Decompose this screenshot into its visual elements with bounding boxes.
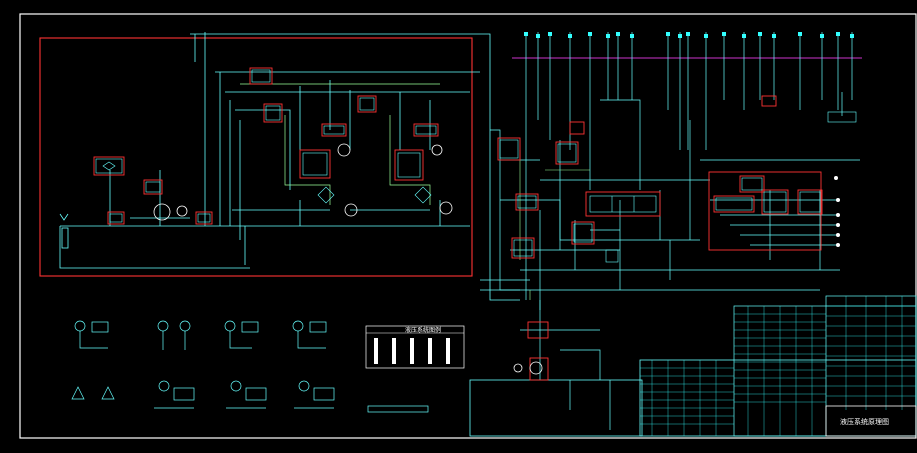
motor-icon bbox=[344, 203, 358, 217]
title-block-name: 液压系统原理图 bbox=[840, 417, 889, 426]
directional-valve-4 bbox=[321, 123, 347, 137]
legend-table bbox=[365, 325, 465, 369]
directional-valve-1 bbox=[249, 67, 273, 85]
power-unit-piping bbox=[520, 300, 611, 430]
right-vertical-drops bbox=[525, 32, 853, 300]
right-return-lines bbox=[519, 150, 590, 300]
legend-table-cells bbox=[374, 338, 450, 364]
right-valves bbox=[497, 95, 823, 259]
left-subsystem-enclosure bbox=[39, 37, 473, 277]
motor-icon bbox=[513, 363, 523, 373]
left-subsystem-return-lines bbox=[240, 83, 440, 205]
right-valve-internals bbox=[499, 111, 857, 263]
terminal-points bbox=[834, 176, 840, 247]
right-main-lines bbox=[480, 99, 860, 310]
filter-unit bbox=[93, 156, 125, 176]
title-block: 液压系统原理图 bbox=[639, 295, 917, 437]
scale-bar bbox=[367, 405, 429, 413]
pump-icon bbox=[529, 361, 543, 375]
directional-valve-7 bbox=[394, 149, 424, 181]
directional-valve-6 bbox=[299, 149, 331, 179]
cylinder-icon bbox=[827, 111, 857, 123]
left-pumps bbox=[153, 143, 453, 221]
gauge-icon bbox=[337, 143, 351, 157]
drawing-frame bbox=[19, 13, 917, 439]
left-subsystem-piping bbox=[59, 32, 520, 301]
directional-valve-2 bbox=[263, 103, 283, 123]
directional-valve-3 bbox=[357, 95, 377, 113]
motor-icon bbox=[176, 205, 188, 217]
check-valve-2 bbox=[195, 211, 213, 225]
directional-valve-5 bbox=[413, 123, 439, 137]
tank-icon bbox=[59, 213, 69, 249]
motor-icon bbox=[439, 201, 453, 215]
legend-symbols bbox=[71, 320, 335, 409]
valve-bank-enclosure bbox=[708, 171, 822, 251]
gauge-icon bbox=[431, 144, 443, 156]
relief-valve bbox=[143, 179, 163, 195]
legend-title: 液压系统图例 bbox=[405, 326, 441, 334]
drop-labels bbox=[524, 32, 854, 38]
pump-icon bbox=[153, 203, 171, 221]
check-valve bbox=[107, 211, 125, 225]
left-valves bbox=[93, 67, 439, 225]
left-valve-internals bbox=[95, 69, 437, 223]
power-unit-tank bbox=[469, 379, 643, 437]
main-directional-valve bbox=[585, 191, 661, 217]
